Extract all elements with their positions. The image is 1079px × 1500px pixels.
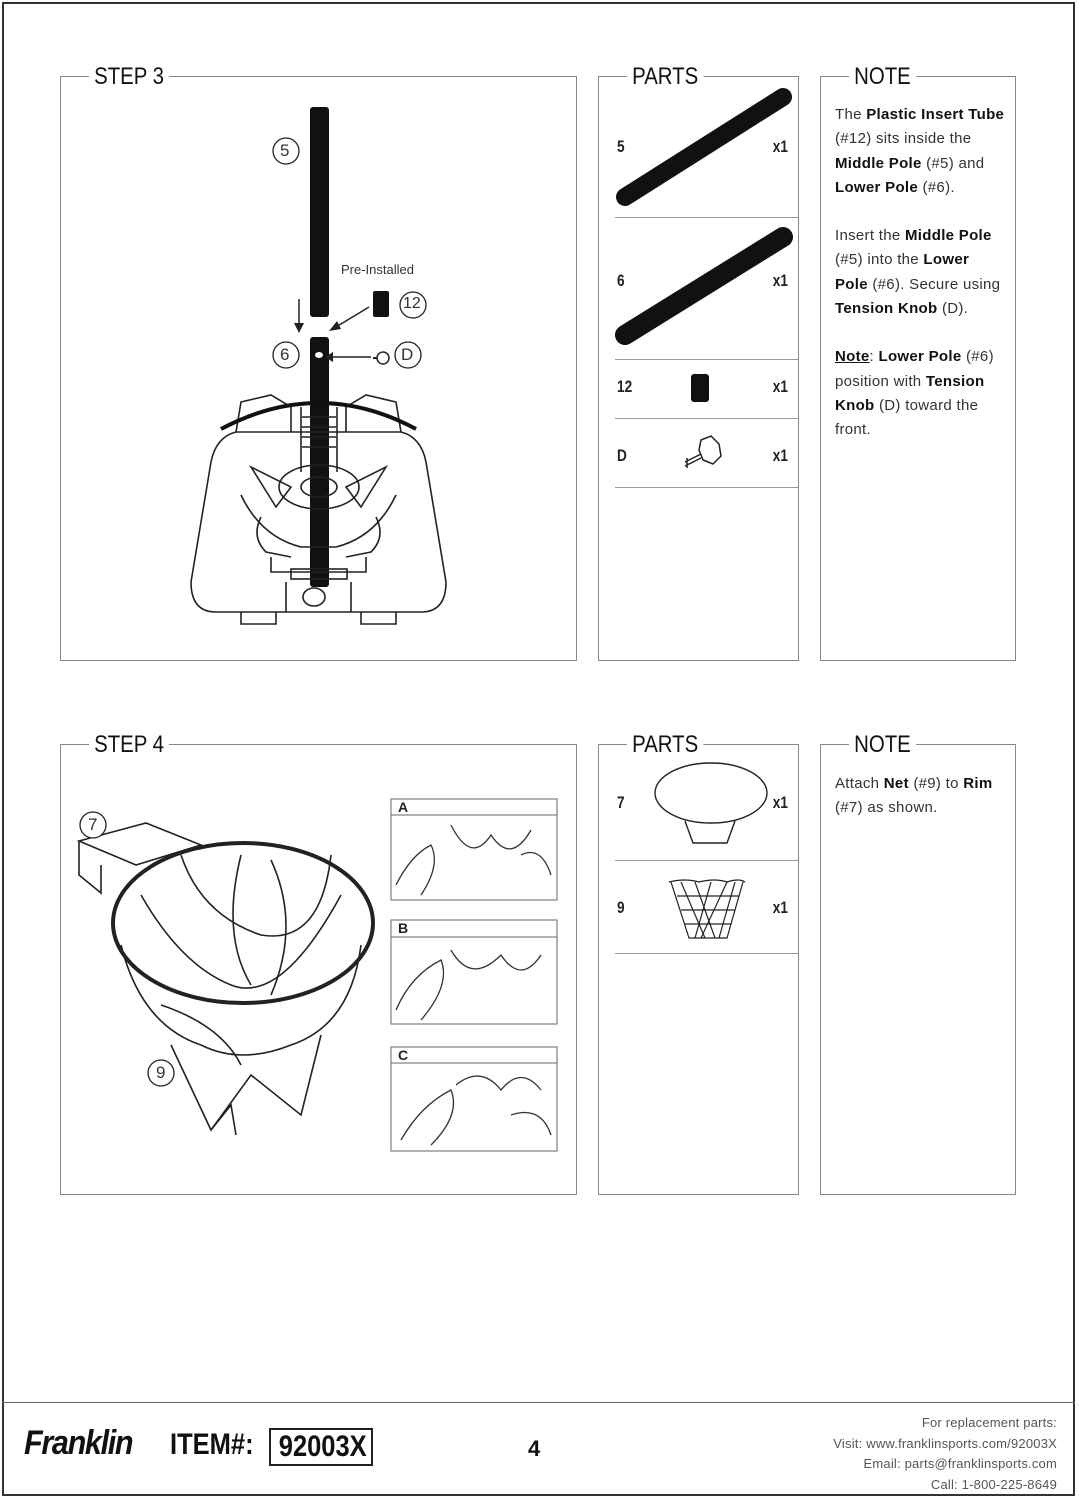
parts-row-7: 7 x1 (615, 745, 798, 861)
callout-6: 6 (280, 345, 289, 365)
lower-pole-6 (310, 337, 329, 587)
step3-illustration (61, 77, 576, 660)
step4-note-text: Attach Net (#9) to Rim (#7) as shown. (835, 772, 1005, 845)
panel-a-label: A (398, 799, 408, 815)
pole-5-icon (615, 77, 795, 217)
parts-row-9: 9 x1 (615, 860, 798, 954)
step4-parts-panel: PARTS 7 x1 9 x1 (598, 744, 799, 1195)
parts-row-12: 12 x1 (615, 359, 798, 419)
franklin-logo: Franklin (24, 1424, 132, 1463)
contact-website[interactable]: Visit: www.franklinsports.com/92003X (833, 1434, 1057, 1455)
contact-phone: Call: 1-800-225-8649 (833, 1475, 1057, 1496)
callout-7: 7 (88, 815, 97, 835)
note-paragraph-3: Note: Lower Pole (#6) position with Tens… (835, 345, 1005, 442)
pole-6-icon (615, 217, 795, 359)
callout-9: 9 (156, 1063, 165, 1083)
step3-panel: STEP 3 (60, 76, 577, 661)
parts-row-6: 6 x1 (615, 217, 798, 360)
tension-knob-d (373, 352, 389, 364)
rim-7-icon (615, 745, 795, 860)
panel-c-label: C (398, 1047, 408, 1063)
contact-email[interactable]: Email: parts@franklinsports.com (833, 1454, 1057, 1475)
contact-info: For replacement parts: Visit: www.frankl… (833, 1413, 1057, 1495)
page-number: 4 (528, 1436, 540, 1462)
step4-note-panel: NOTE Attach Net (#9) to Rim (#7) as show… (820, 744, 1016, 1195)
step3-note-text: The Plastic Insert Tube (#12) sits insid… (835, 103, 1005, 467)
insert-tube-12 (373, 291, 389, 317)
middle-pole-5 (310, 107, 329, 317)
panel-b-label: B (398, 920, 408, 936)
item-label: ITEM#: (170, 1428, 254, 1462)
item-number-box: 92003X (269, 1428, 373, 1466)
note-paragraph-1: The Plastic Insert Tube (#12) sits insid… (835, 103, 1005, 200)
pre-installed-label: Pre-Installed (341, 262, 414, 277)
parts-row-d: D x1 (615, 418, 798, 488)
note-paragraph-2: Insert the Middle Pole (#5) into the Low… (835, 224, 1005, 321)
step3-note-title: NOTE (849, 63, 916, 91)
step4-illustration (61, 745, 576, 1194)
step3-parts-panel: PARTS 5 x1 6 x1 12 x1 D x1 (598, 76, 799, 661)
contact-line: For replacement parts: (833, 1413, 1057, 1434)
step4-panel: STEP 4 (60, 744, 577, 1195)
tube-12-icon (615, 359, 795, 418)
callout-d: D (401, 345, 413, 365)
step4-note-title: NOTE (849, 731, 916, 759)
step3-note-panel: NOTE The Plastic Insert Tube (#12) sits … (820, 76, 1016, 661)
net-9-icon (615, 860, 795, 953)
note-paragraph-1: Attach Net (#9) to Rim (#7) as shown. (835, 772, 1005, 821)
knob-d-icon (615, 418, 795, 487)
item-number: 92003X (279, 1430, 367, 1464)
parts-row-5: 5 x1 (615, 77, 798, 218)
callout-5: 5 (280, 141, 289, 161)
footer-divider (2, 1402, 1075, 1403)
callout-12: 12 (403, 295, 421, 313)
